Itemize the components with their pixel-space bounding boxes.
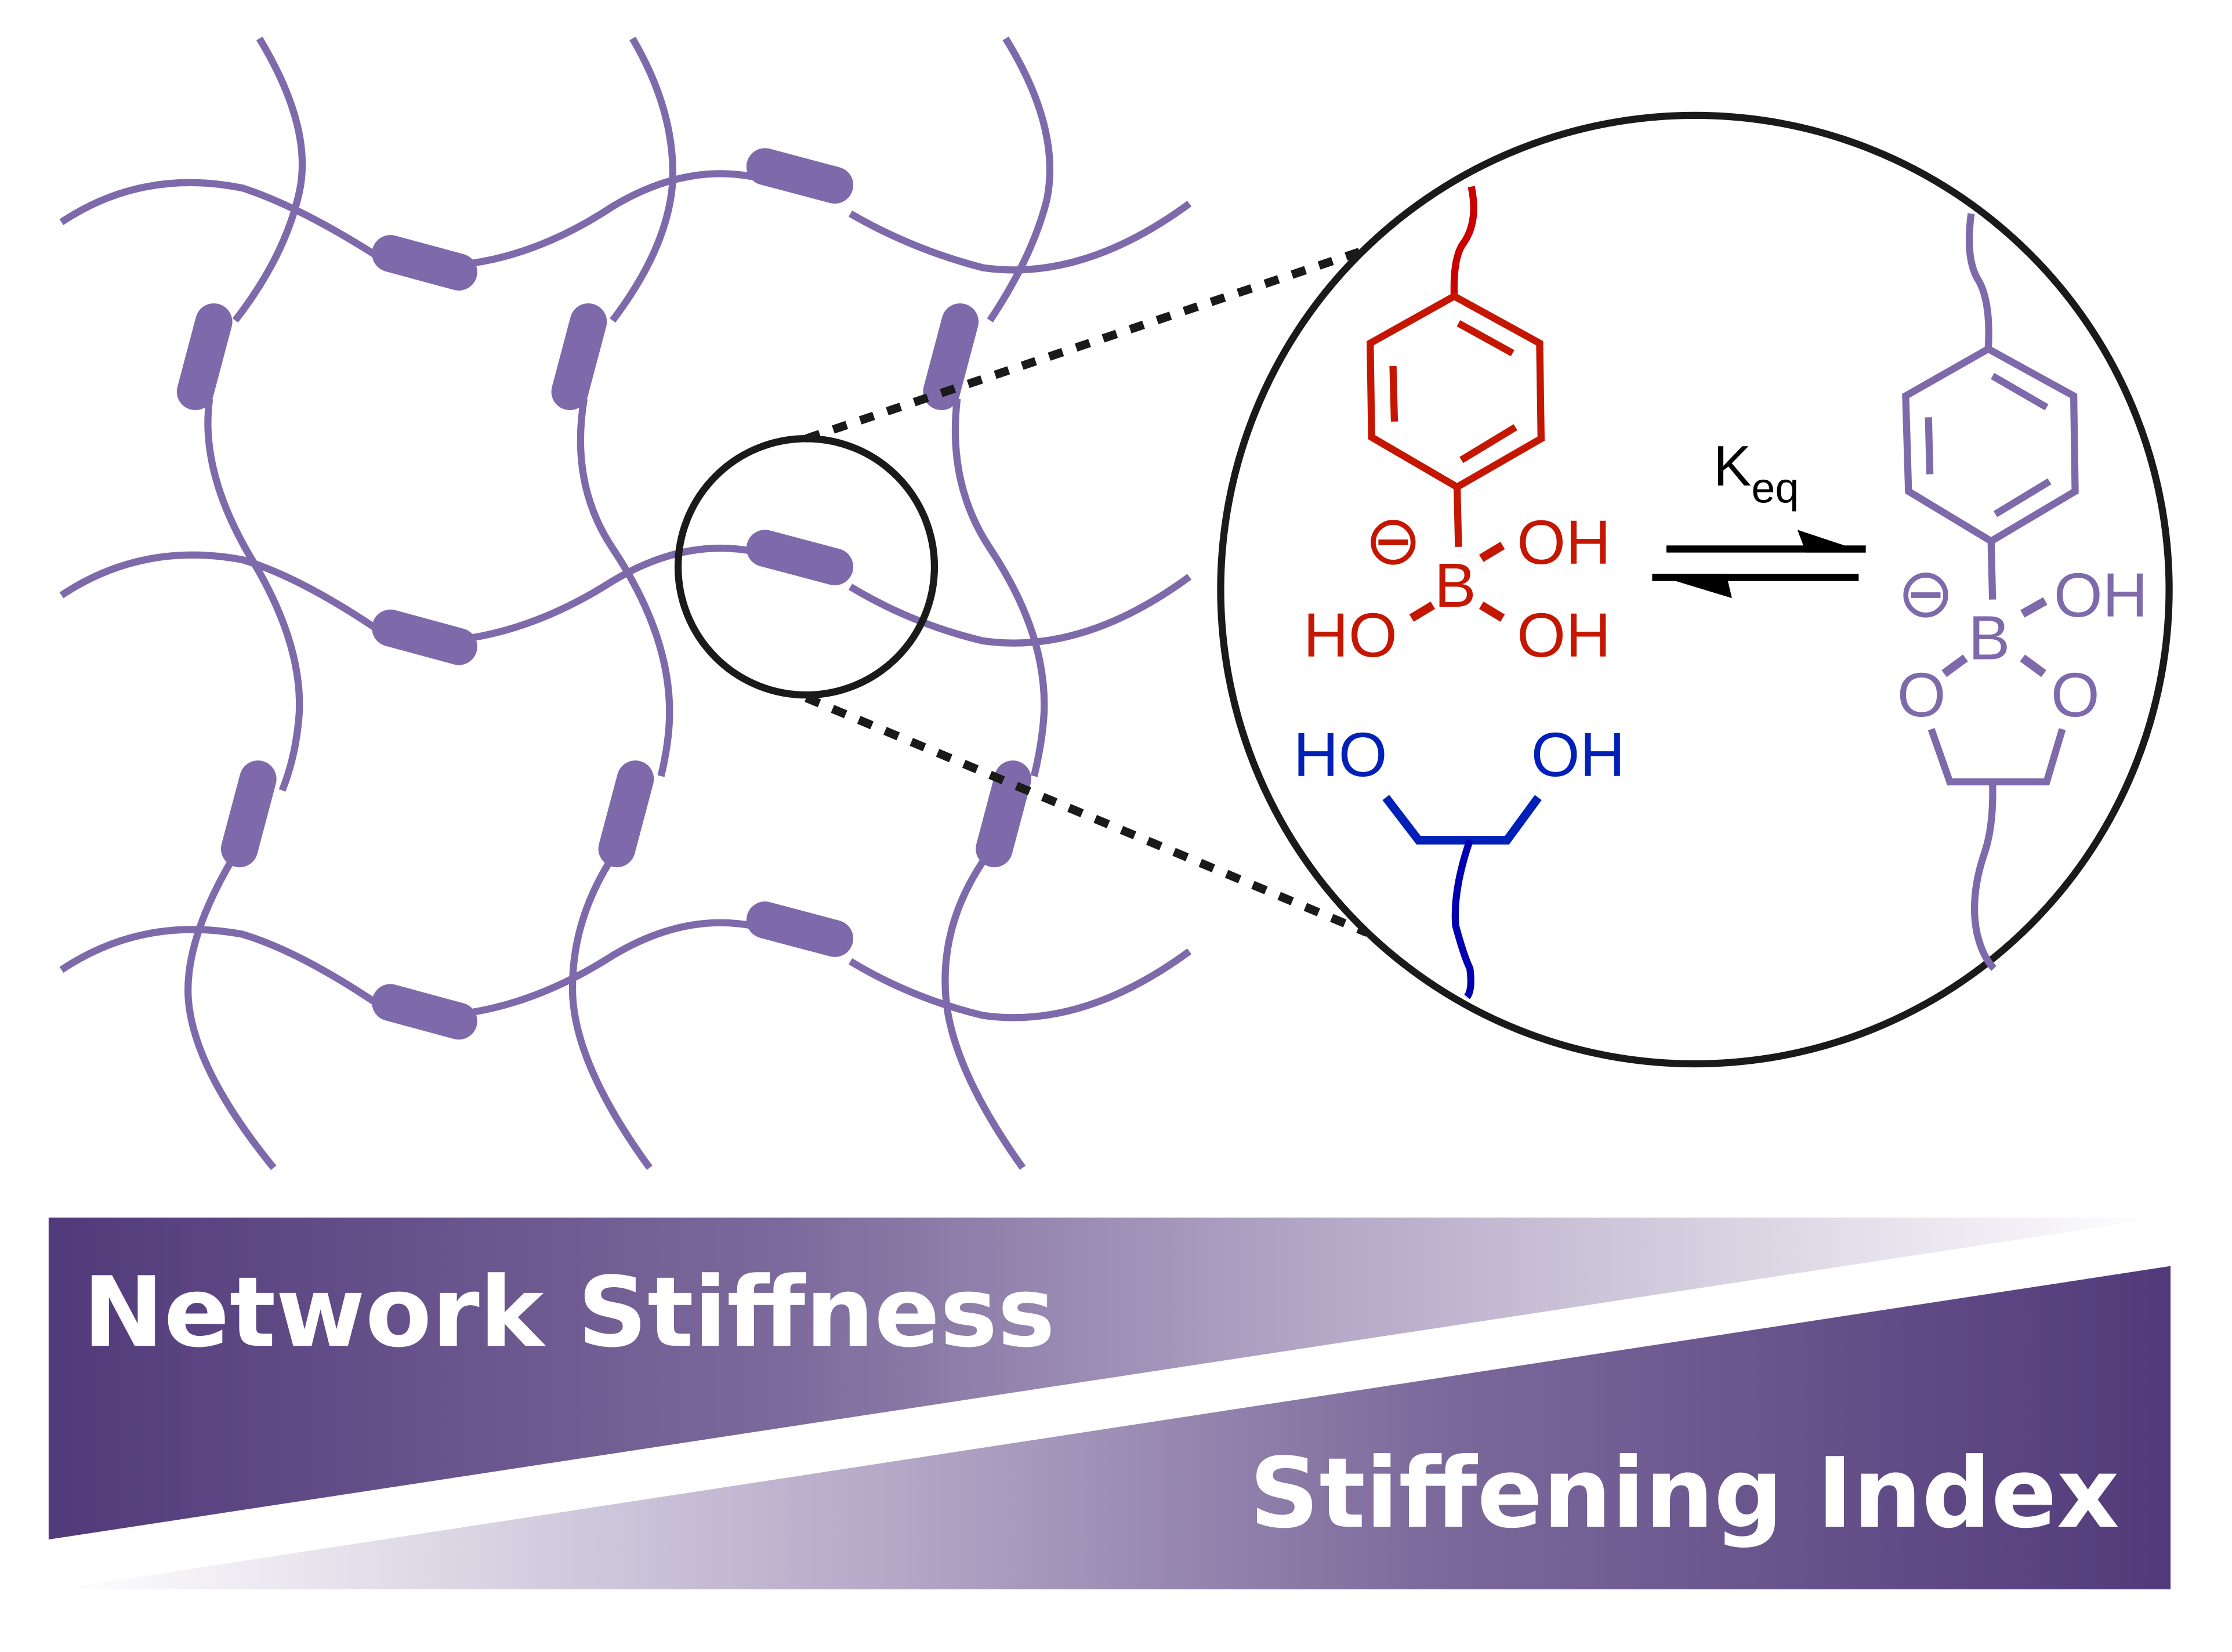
boron-aryl-bond bbox=[1987, 541, 1997, 600]
crosslink-node bbox=[372, 984, 477, 1040]
crosslink-node bbox=[746, 530, 854, 586]
hydroxyl-label: HO bbox=[1303, 600, 1397, 670]
ester-tether-bottom bbox=[1970, 781, 1997, 971]
ring-double-bond bbox=[1993, 478, 2052, 517]
crosslink-node bbox=[551, 303, 607, 411]
network-chain bbox=[469, 170, 753, 267]
network-chain bbox=[941, 859, 1026, 1170]
boronate-tether bbox=[1450, 186, 1477, 296]
network-chain bbox=[848, 948, 1192, 1021]
boron-atom: B bbox=[1434, 550, 1476, 620]
diol-backbone bbox=[1382, 795, 1542, 845]
ring-double-bond bbox=[1456, 320, 1514, 357]
network-chain bbox=[59, 926, 380, 1007]
polymer-network bbox=[59, 37, 1192, 1171]
boronate-labels: ⊖ B OH HO OH bbox=[1303, 502, 1611, 670]
diol-labels: HO OH bbox=[1293, 719, 1625, 789]
crosslink-node bbox=[746, 148, 854, 204]
crosslink-node bbox=[372, 235, 477, 291]
forward-arrow-head bbox=[1797, 530, 1866, 553]
ester-labels: ⊖ B OH O O bbox=[1897, 555, 2148, 730]
zoom-detail-circle bbox=[1217, 111, 2173, 1068]
network-chain bbox=[568, 860, 653, 1170]
diol-reactant bbox=[1382, 795, 1542, 999]
network-stiffness-label: Network Stiffness bbox=[83, 1256, 1055, 1369]
keq-subscript: eq bbox=[1751, 464, 1799, 512]
ring-double-bond bbox=[1925, 417, 1934, 474]
oxygen-label: O bbox=[1897, 660, 1946, 730]
ring-double-bond bbox=[1991, 372, 2049, 411]
stiffening-index-label: Stiffening Index bbox=[1249, 1437, 2119, 1550]
oxygen-label: O bbox=[2051, 660, 2100, 730]
crosslink-node bbox=[923, 303, 979, 411]
crosslink-node bbox=[598, 760, 654, 868]
b-o-bond bbox=[1409, 602, 1436, 622]
hydroxyl-label: OH bbox=[1517, 600, 1611, 670]
crosslink-node bbox=[372, 609, 477, 665]
keq-label: Keq bbox=[1713, 434, 1799, 512]
diol-tether bbox=[1451, 839, 1474, 999]
stiffening-index-bar bbox=[57, 1266, 2171, 1589]
network-chain bbox=[849, 201, 1192, 274]
network-chain bbox=[577, 398, 673, 777]
network-chain bbox=[59, 551, 380, 633]
network-stiffness-bar bbox=[48, 1218, 2162, 1540]
b-o-bond bbox=[1479, 602, 1505, 622]
network-chain bbox=[184, 860, 277, 1171]
network-chain bbox=[951, 398, 1048, 777]
crosslink-node bbox=[746, 901, 854, 957]
crosslink-node bbox=[176, 303, 233, 411]
hydroxyl-label: OH bbox=[2054, 560, 2148, 630]
crosslinks bbox=[176, 148, 1031, 1040]
crosslink-node bbox=[220, 760, 277, 868]
network-chain bbox=[987, 37, 1054, 323]
ring-double-bond bbox=[1389, 365, 1398, 422]
network-chain bbox=[232, 37, 306, 323]
negative-charge: ⊖ bbox=[1897, 555, 1955, 631]
network-chain bbox=[610, 37, 676, 323]
hydroxyl-label: HO bbox=[1293, 719, 1387, 789]
ester-ring-backbone bbox=[1927, 728, 2066, 786]
network-chain bbox=[59, 179, 380, 260]
network-chain bbox=[469, 919, 753, 1016]
benzene-ring bbox=[1367, 292, 1545, 491]
ring-double-bond bbox=[1459, 424, 1517, 463]
b-o-bond bbox=[1479, 542, 1505, 562]
b-o-bond bbox=[2020, 654, 2046, 678]
hydroxyl-label: OH bbox=[1517, 507, 1611, 577]
crosslink-node bbox=[976, 760, 1031, 868]
b-o-bond bbox=[2020, 597, 2048, 618]
network-chain bbox=[469, 544, 753, 642]
b-o-bond bbox=[1941, 654, 1968, 678]
negative-charge: ⊖ bbox=[1364, 502, 1422, 578]
boronate-reactant bbox=[1367, 186, 1545, 622]
boron-aryl-bond bbox=[1453, 487, 1462, 547]
network-chain bbox=[848, 574, 1192, 647]
boron-atom: B bbox=[1968, 603, 2010, 673]
network-chain bbox=[204, 398, 303, 792]
zoom-guide-top bbox=[805, 245, 1369, 443]
hydroxyl-label: OH bbox=[1531, 719, 1625, 789]
ester-tether-top bbox=[1965, 213, 1992, 349]
boronate-ester-product bbox=[1902, 213, 2079, 971]
keq-symbol: K bbox=[1713, 434, 1752, 498]
equilibrium-arrows: Keq bbox=[1652, 434, 1866, 599]
